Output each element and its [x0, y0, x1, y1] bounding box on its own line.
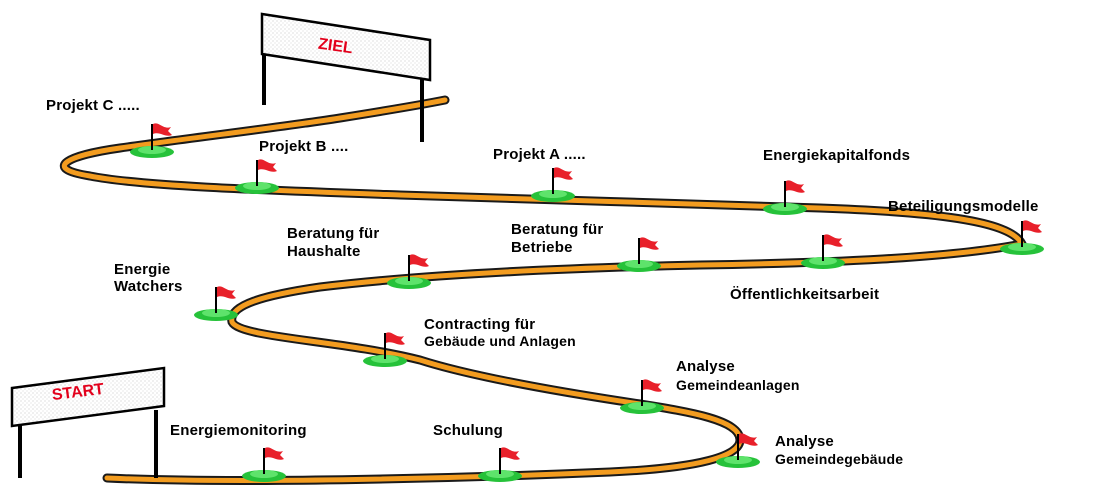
flag-projekt-b	[234, 158, 280, 195]
label-contracting-1: Contracting für	[424, 316, 536, 333]
flag-beteiligungsmodelle	[999, 219, 1045, 256]
label-projekt-b: Projekt B ....	[259, 138, 349, 155]
label-analyse-anlagen-1: Analyse	[676, 358, 735, 375]
label-analyse-gebaeude-1: Analyse	[775, 433, 834, 450]
flag-energiemonitoring	[241, 446, 287, 483]
label-energie-watchers-1: Energie	[114, 261, 171, 278]
flag-energiekapitalfonds	[762, 179, 808, 216]
label-analyse-gebaeude-2: Gemeindegebäude	[775, 451, 904, 467]
label-analyse-anlagen-2: Gemeindeanlagen	[676, 377, 800, 393]
label-energiemonitoring: Energiemonitoring	[170, 422, 307, 439]
flag-energie-watchers	[193, 285, 239, 322]
label-beteiligungsmodelle: Beteiligungsmodelle	[888, 198, 1039, 215]
start-sign	[10, 366, 166, 478]
goal-sign	[260, 12, 432, 142]
label-schulung: Schulung	[433, 422, 503, 439]
label-energie-watchers-2: Watchers	[114, 278, 183, 295]
label-projekt-a: Projekt A .....	[493, 146, 586, 163]
label-oeffentlichkeitsarbeit: Öffentlichkeitsarbeit	[730, 286, 880, 303]
label-beratung-betriebe-1: Beratung für	[511, 221, 604, 238]
flag-schulung	[477, 446, 523, 483]
label-beratung-haushalte-1: Beratung für	[287, 225, 380, 242]
flag-projekt-a	[530, 166, 576, 203]
label-energiekapitalfonds: Energiekapitalfonds	[763, 147, 911, 164]
flag-beratung-betriebe	[616, 236, 662, 273]
flag-oeffentlichkeitsarbeit	[800, 233, 846, 270]
flag-analyse-gemeindeanlagen	[619, 378, 665, 415]
label-beratung-betriebe-2: Betriebe	[511, 239, 573, 256]
label-contracting-2: Gebäude und Anlagen	[424, 333, 576, 349]
label-beratung-haushalte-2: Haushalte	[287, 243, 361, 260]
flag-analyse-gemeindegebaeude	[715, 432, 761, 469]
label-projekt-c: Projekt C .....	[46, 97, 140, 114]
flag-beratung-haushalte	[386, 253, 432, 290]
